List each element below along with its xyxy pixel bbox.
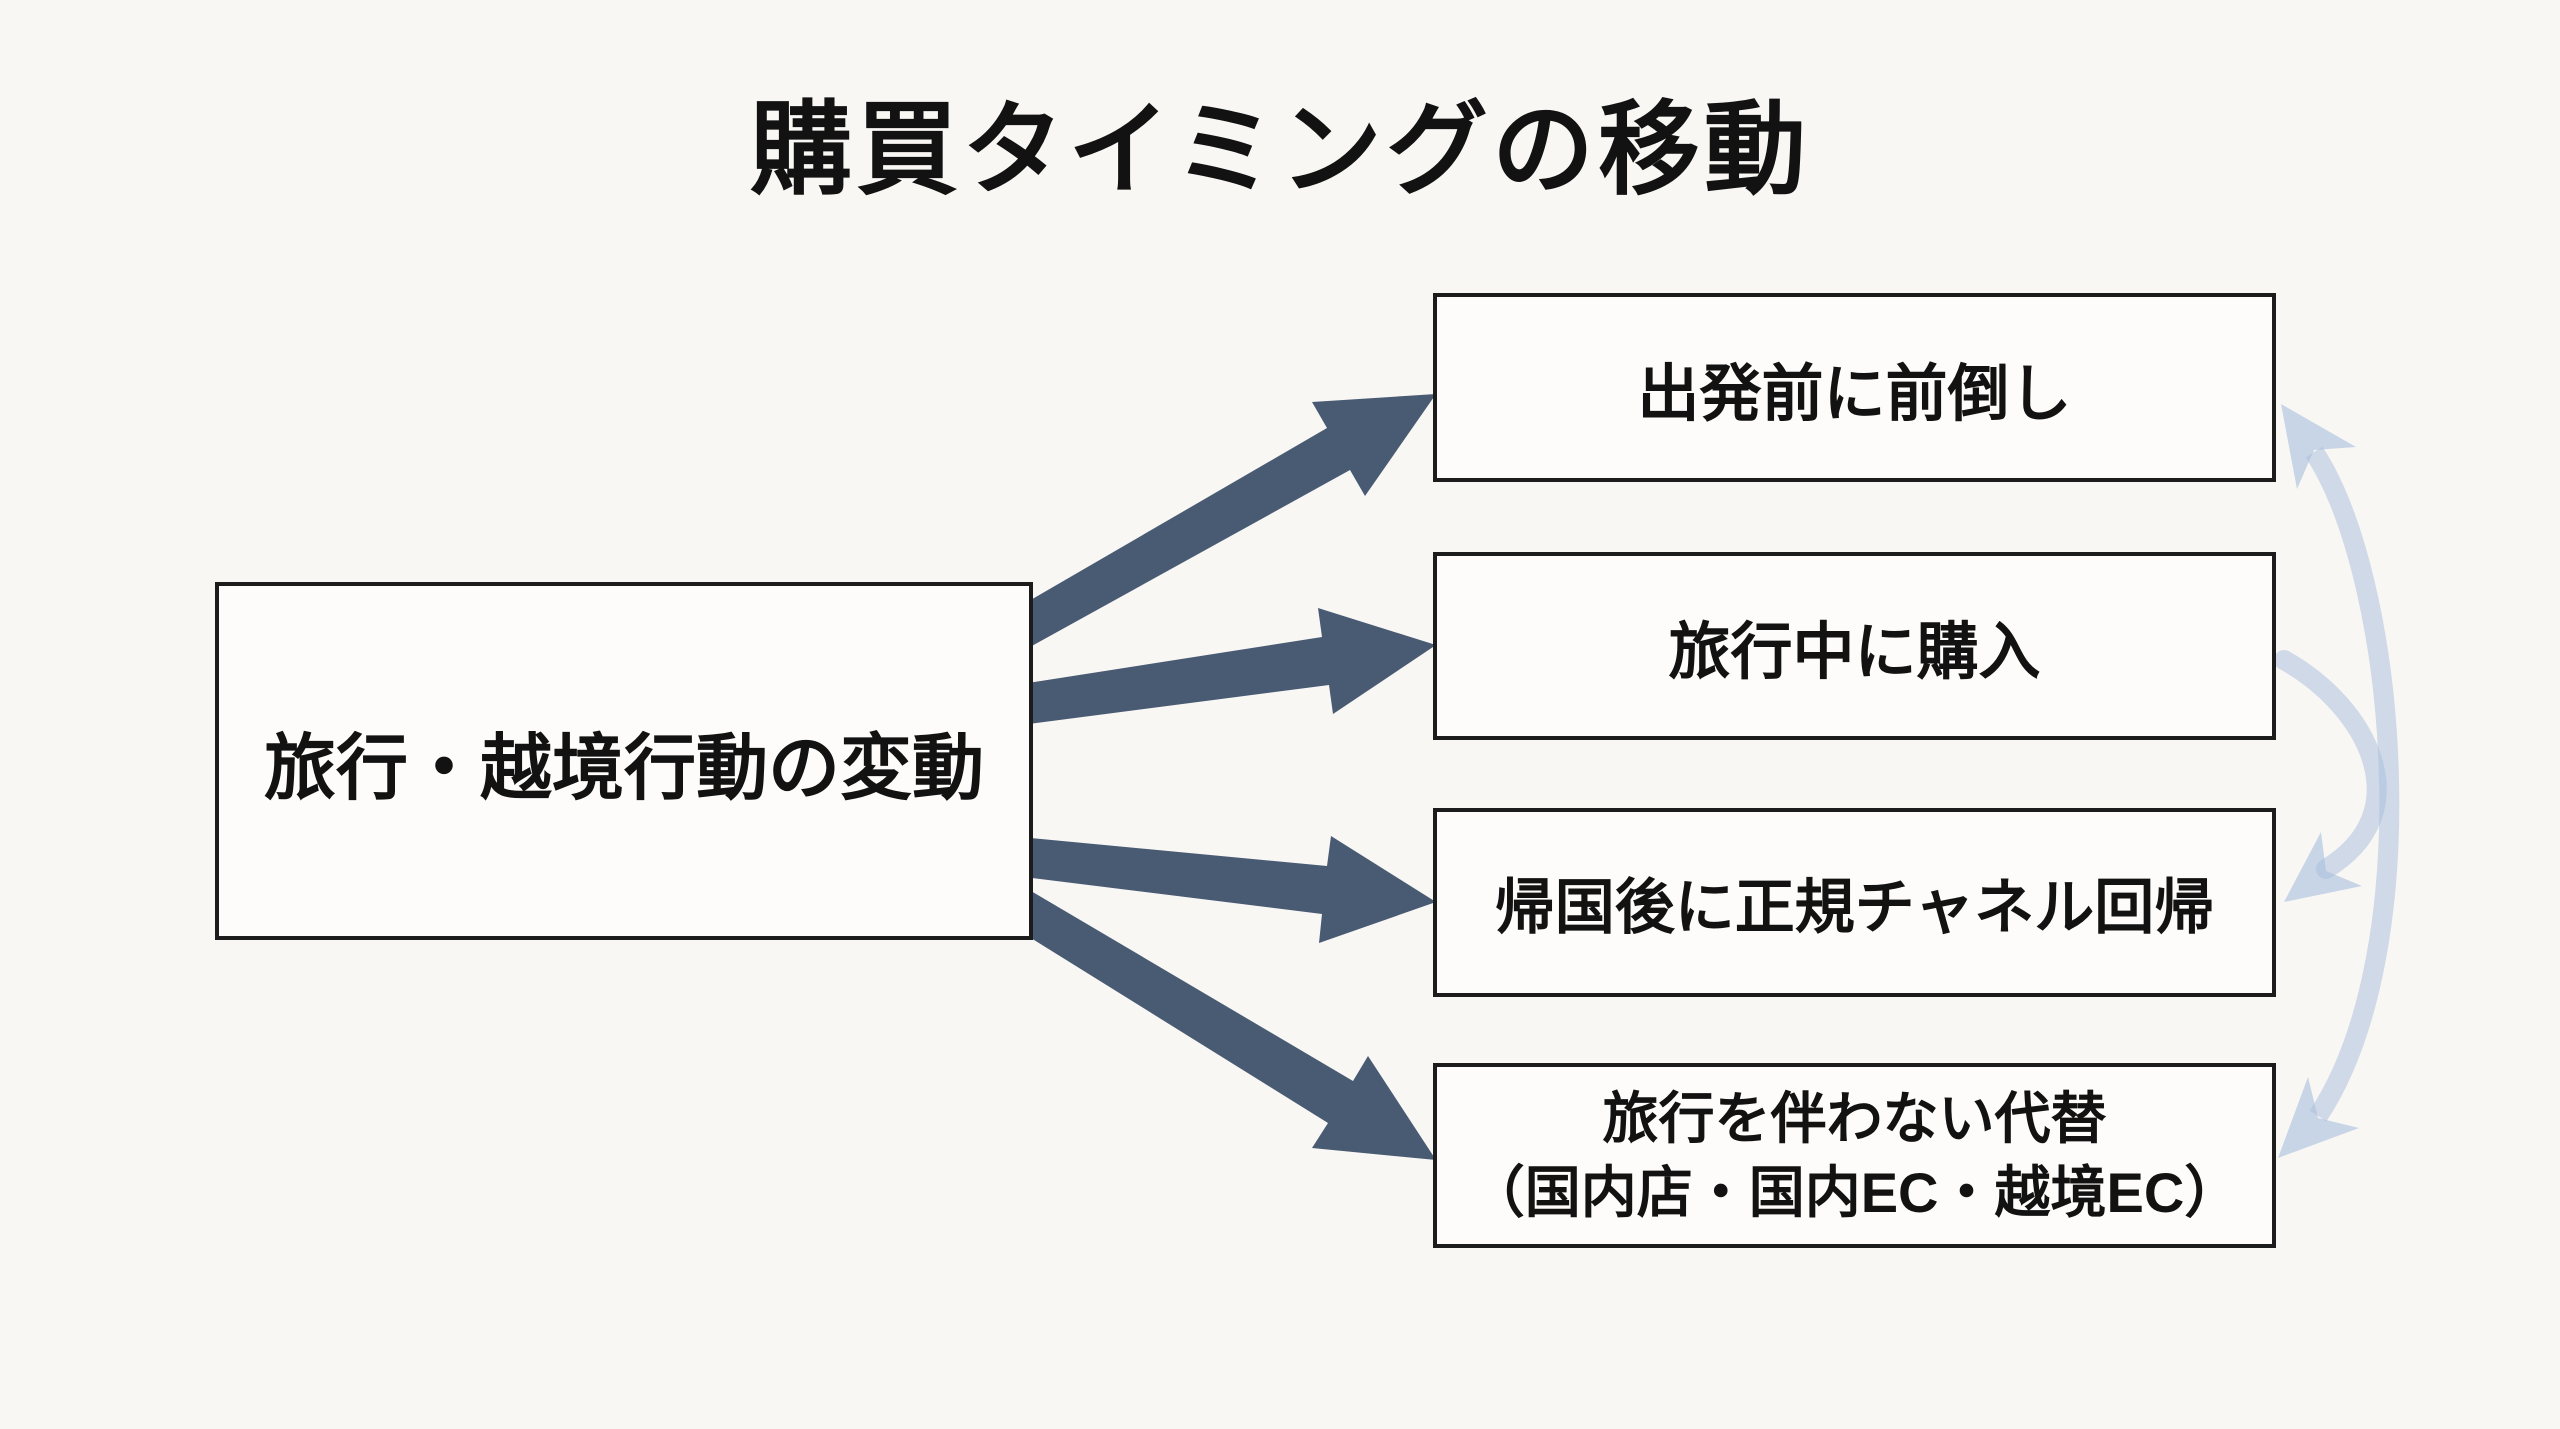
page-title: 購買タイミングの移動 [750,93,1810,207]
target-box-post-return-label: 帰国後に正規チャネル回帰 [1494,874,2215,941]
curve-arrowhead-up-icon [2281,404,2356,489]
arrow-source-to-no-travel [1010,891,1436,1160]
curve-pre-departure-no-travel [2305,446,2400,1122]
target-box-pre-departure: 出発前に前倒し [1433,293,2276,482]
arrow-source-to-pre-departure [1010,394,1436,647]
arrow-source-to-during-trip [1015,608,1436,725]
source-box: 旅行・越境行動の変動 [215,582,1033,940]
source-box-label: 旅行・越境行動の変動 [263,728,984,809]
target-box-during-trip: 旅行中に購入 [1433,552,2276,740]
curve-arrowhead-down-far-icon [2278,1077,2359,1158]
target-box-post-return: 帰国後に正規チャネル回帰 [1433,808,2276,997]
arrow-source-to-post-return [1016,836,1436,943]
curve-arrowhead-down-near-icon [2284,832,2362,902]
target-box-pre-departure-label: 出発前に前倒し [1637,359,2072,429]
target-box-no-travel: 旅行を伴わない代替 （国内店・国内EC・越境EC） [1433,1063,2276,1248]
target-box-during-trip-label: 旅行中に購入 [1668,618,2041,687]
target-box-no-travel-label-line1: 旅行を伴わない代替 [1602,1086,2107,1150]
target-box-no-travel-label-line2: （国内店・国内EC・越境EC） [1468,1160,2241,1224]
curve-during-trip-post-return [2274,650,2387,879]
